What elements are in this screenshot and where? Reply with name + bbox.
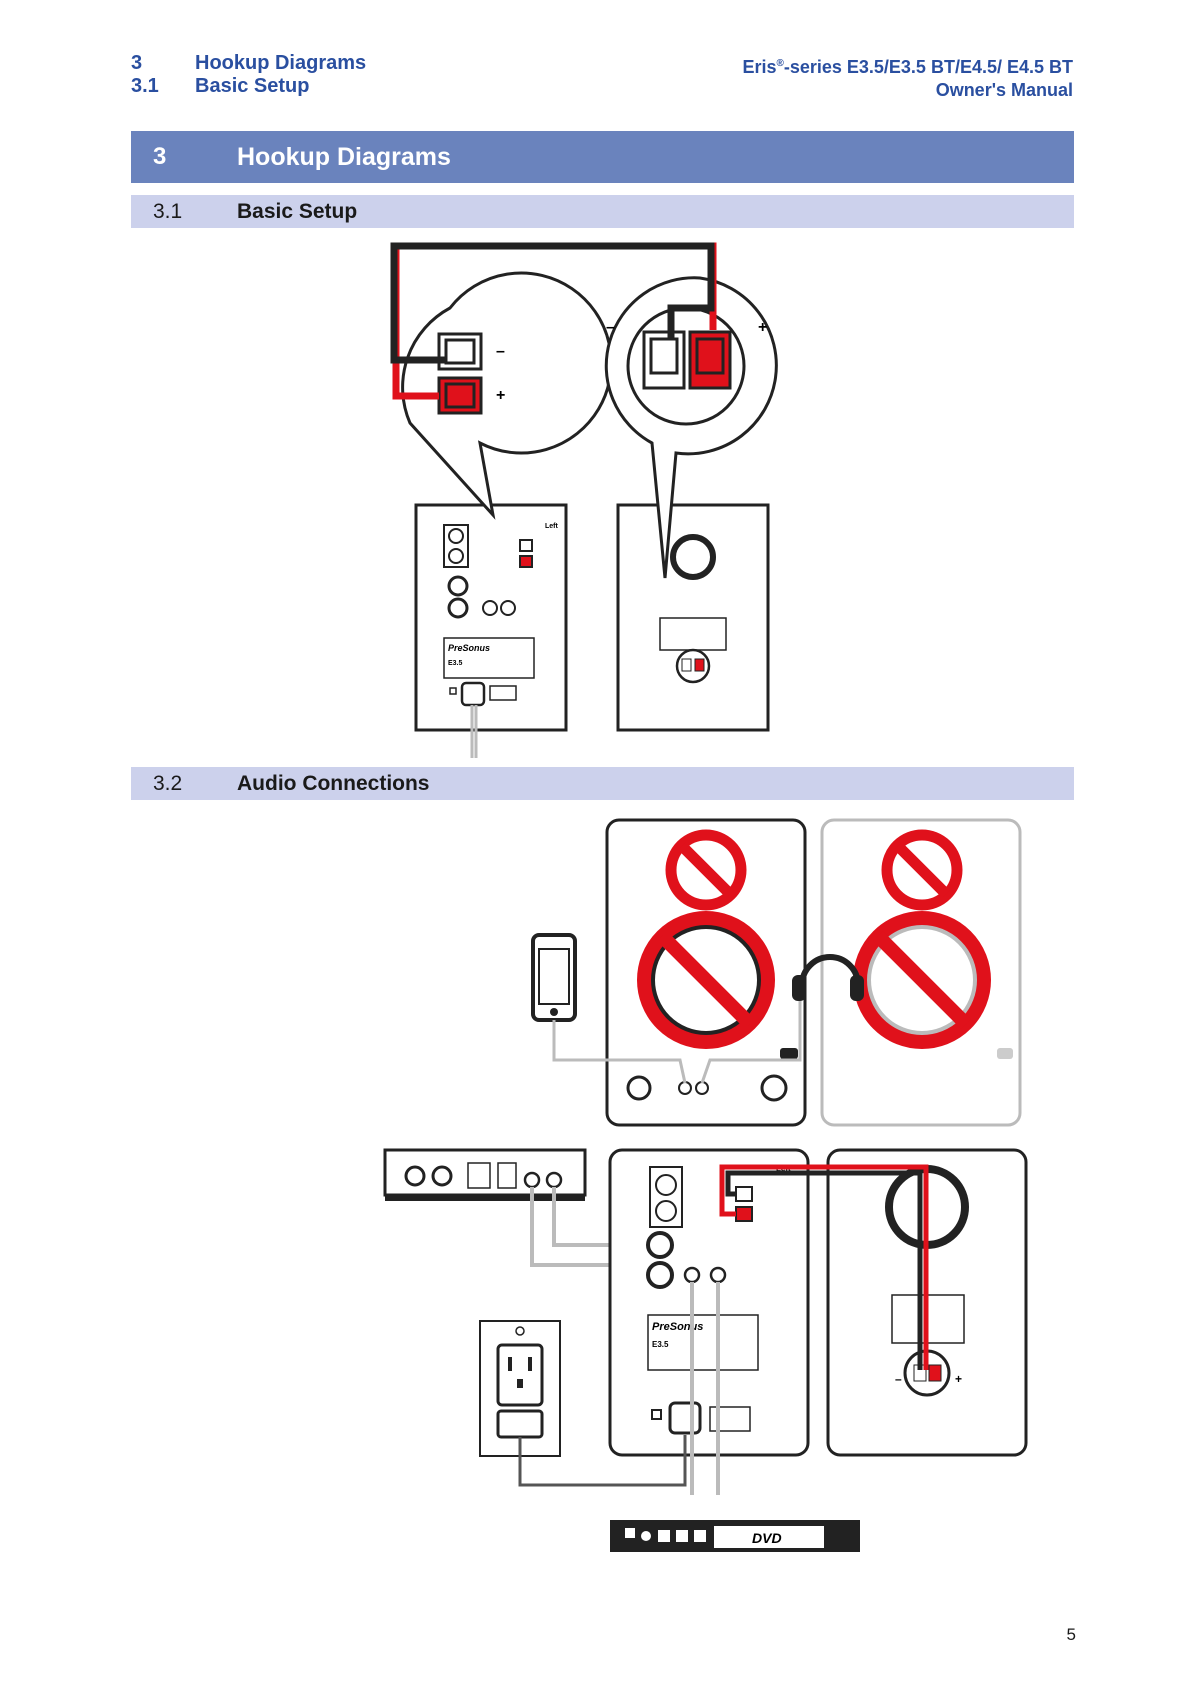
model-label: E3.5 xyxy=(652,1340,669,1349)
presonus-logo-text: PreSonus xyxy=(652,1321,703,1333)
prohibited-icon xyxy=(665,829,747,911)
running-header-left: 3 Hookup Diagrams 3.1 Basic Setup xyxy=(131,52,366,98)
header-product-line: -series E3.5/E3.5 BT/E4.5/ E4.5 BT xyxy=(783,57,1073,77)
header-section-title: Hookup Diagrams xyxy=(195,52,367,74)
header-section-number: 3 xyxy=(131,52,143,74)
left-label: Left xyxy=(545,523,559,530)
speaker-cable-black xyxy=(725,1170,923,1370)
prohibited-icon xyxy=(881,829,963,911)
header-brand: Eris xyxy=(742,57,777,77)
subsection-title: Basic Setup xyxy=(237,200,358,223)
audio-interface-icon xyxy=(383,1148,587,1201)
page-number: 5 xyxy=(1066,1625,1076,1644)
right-minus-label: – xyxy=(895,1372,902,1386)
registered-mark: ® xyxy=(776,58,784,69)
subsection-title: Audio Connections xyxy=(237,772,430,795)
subsection-heading-audio-connections: 3.2 Audio Connections xyxy=(131,767,1074,800)
speaker-cable-black xyxy=(390,242,715,364)
basic-setup-diagram: Left PreSonus E3.5 – + – + xyxy=(390,242,778,758)
smartphone-icon xyxy=(531,933,577,1022)
right-minus-label: – xyxy=(606,319,615,336)
dvd-player-icon: DVD xyxy=(610,1520,860,1552)
running-header-right: Eris®-series E3.5/E3.5 BT/E4.5/ E4.5 BT … xyxy=(742,52,1073,102)
section-number: 3 xyxy=(153,143,167,170)
subsection-heading-basic-setup: 3.1 Basic Setup xyxy=(131,195,1074,228)
left-speaker-rear xyxy=(414,503,568,732)
audio-connections-line-diagram: PreSonus E3.5 Left – + DVD xyxy=(383,1148,1028,1552)
model-label: E3.5 xyxy=(448,660,463,667)
speaker-cable-red xyxy=(719,1164,929,1370)
subsection-number: 3.1 xyxy=(153,200,183,223)
right-plus-label: + xyxy=(758,319,767,336)
subsection-number: 3.2 xyxy=(153,772,183,795)
header-subsection-title: Basic Setup xyxy=(195,75,310,97)
left-minus-label: – xyxy=(496,343,505,360)
left-speaker-rear xyxy=(608,1148,810,1457)
presonus-logo-text: PreSonus xyxy=(448,643,490,653)
header-manual-title: Owner's Manual xyxy=(935,80,1073,100)
prohibited-icon xyxy=(637,911,775,1049)
power-outlet-icon xyxy=(479,1320,561,1457)
header-subsection-number: 3.1 xyxy=(131,75,159,97)
audio-connections-aux-diagram xyxy=(531,818,1022,1127)
left-plus-label: + xyxy=(496,387,505,404)
headphones-icon xyxy=(792,954,864,1001)
dvd-label: DVD xyxy=(752,1530,782,1546)
section-heading: 3 Hookup Diagrams xyxy=(131,131,1074,183)
right-plus-label: + xyxy=(955,1372,962,1386)
section-title: Hookup Diagrams xyxy=(237,143,451,171)
